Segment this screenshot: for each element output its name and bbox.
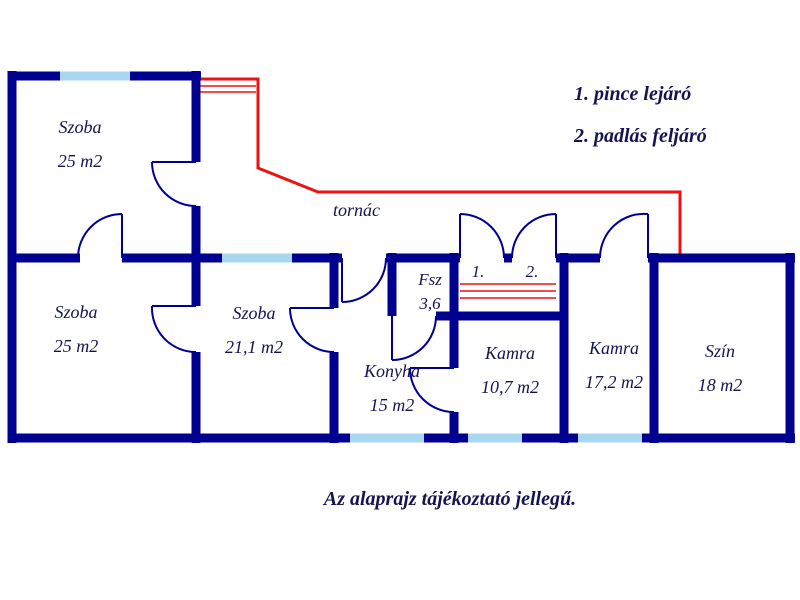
room-label-furdoszoba: Fsz 3,6 <box>408 268 452 316</box>
room-label-kamra-large: Kamra 17,2 m2 <box>564 331 664 399</box>
room-area: 25 m2 <box>57 151 103 171</box>
room-name: Kamra <box>484 343 535 363</box>
room-name: Szoba <box>54 302 98 322</box>
door-swings <box>77 161 649 413</box>
room-label-szoba-middle: Szoba 21,1 m2 <box>210 296 298 364</box>
room-label-szoba-bottom-left: Szoba 25 m2 <box>34 295 118 363</box>
room-area: 21,1 m2 <box>225 337 283 357</box>
room-label-kamra-small: Kamra 10,7 m2 <box>460 336 560 404</box>
room-area: 25 m2 <box>53 336 99 356</box>
room-name: Szoba <box>58 117 102 137</box>
disclaimer-text: Az alaprajz tájékoztató jellegű. <box>323 488 577 510</box>
room-name: Kamra <box>588 338 639 358</box>
porch-label: tornác <box>333 200 380 220</box>
stair-label-2: 2. <box>525 262 539 281</box>
room-area: 15 m2 <box>369 395 415 415</box>
entry-steps <box>200 85 256 93</box>
legend-item-padlas: 2. padlás feljáró <box>574 125 707 147</box>
stair-label-1: 1. <box>471 262 485 281</box>
porch-outline <box>196 77 682 254</box>
room-label-szin: Szín 18 m2 <box>678 334 762 402</box>
room-area: 10,7 m2 <box>481 377 539 397</box>
room-name: Konyha <box>364 361 420 381</box>
window-openings <box>60 71 642 443</box>
room-label-konyha: Konyha 15 m2 <box>348 354 436 422</box>
room-name: Szín <box>704 341 735 361</box>
legend-item-pince: 1. pince lejáró <box>574 83 692 105</box>
room-area: 17,2 m2 <box>585 372 643 392</box>
room-area: 18 m2 <box>697 375 743 395</box>
room-area: 3,6 <box>419 294 441 313</box>
room-name: Szoba <box>232 303 276 323</box>
stair-treads <box>460 283 556 299</box>
room-name: Fsz <box>418 270 442 289</box>
room-label-szoba-top-left: Szoba 25 m2 <box>38 110 122 178</box>
